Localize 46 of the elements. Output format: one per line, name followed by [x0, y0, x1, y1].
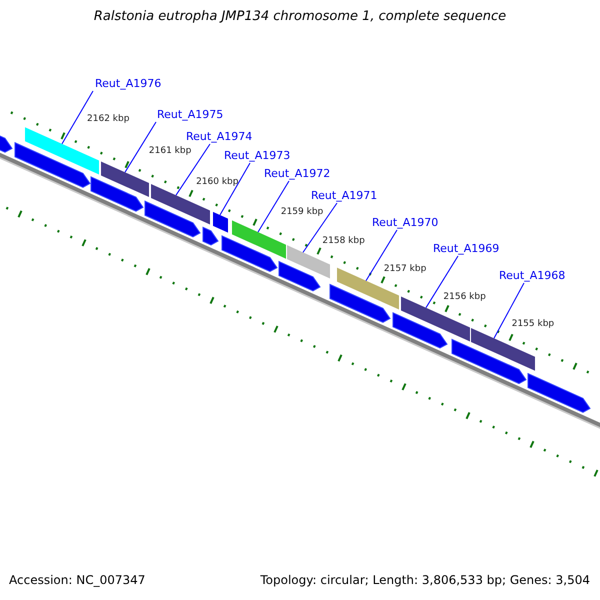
title: Ralstonia eutropha JMP134 chromosome 1, complete sequence [92, 10, 508, 24]
cds-feature [278, 260, 321, 292]
leader-line [220, 162, 250, 216]
gene-label: Reut_A1969 [433, 242, 500, 256]
scale-label: 2156 kbp [443, 291, 486, 303]
gene-bar [213, 212, 228, 233]
cds-feature [392, 312, 448, 349]
leader-line [124, 122, 156, 173]
leader-line [426, 256, 458, 308]
gene-label: Reut_A1975 [157, 108, 224, 122]
gene-bar [101, 161, 149, 198]
sequence-info-text: Topology: circular; Length: 3,806,533 bp; Genes: 3,504 [260, 573, 590, 587]
cds-feature [330, 284, 391, 323]
leader-line [258, 180, 290, 233]
leader-line [494, 282, 524, 339]
gene-label: Reut_A1972 [264, 167, 330, 181]
gene-label: Reut_A1968 [499, 269, 566, 283]
gene-label: Reut_A1976 [95, 77, 162, 91]
gene-label: Reut_A1971 [311, 189, 378, 203]
leader-line [366, 230, 398, 282]
leader-line [176, 144, 210, 196]
cds-feature [14, 142, 91, 188]
scale-label: 2158 kbp [322, 235, 365, 247]
scale-label: 2161 kbp [148, 145, 192, 157]
scale-label: 2162 kbp [87, 113, 130, 125]
leader-line [302, 202, 338, 253]
gene-label: Reut_A1974 [186, 130, 252, 144]
gene-label: Reut_A1973 [224, 149, 290, 163]
scale-label: 2160 kbp [196, 176, 238, 188]
gene-bar [287, 245, 330, 278]
gene-bar [25, 127, 99, 175]
gene-bar [232, 220, 286, 259]
accession-text: Accession: NC_007347 [9, 573, 146, 587]
gene-bar [471, 328, 535, 371]
gene-bar [151, 184, 210, 224]
scale-label: 2159 kbp [280, 206, 324, 218]
scale-label: 2155 kbp [512, 318, 554, 330]
cds-feature [144, 200, 201, 238]
scale-label: 2157 kbp [384, 263, 426, 275]
gene-label: Reut_A1970 [372, 216, 438, 230]
cds-feature [222, 235, 278, 272]
leader-line [62, 90, 94, 144]
cds-feature [90, 176, 144, 212]
cds-feature [452, 338, 527, 384]
cds-feature [528, 372, 591, 413]
cds-feature [202, 226, 219, 246]
